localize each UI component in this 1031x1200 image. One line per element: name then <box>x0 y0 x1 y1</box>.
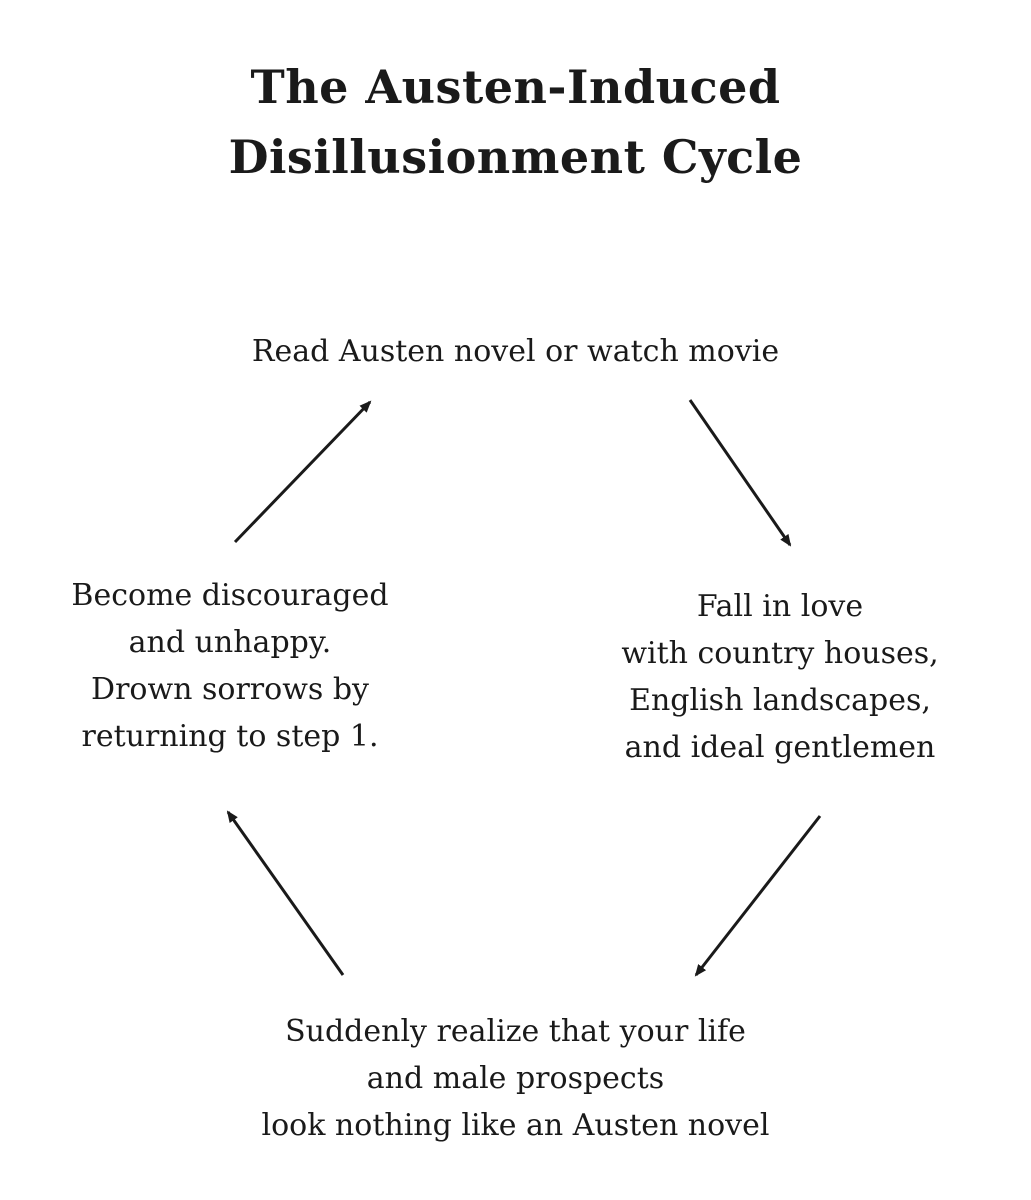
step-text-line: and male prospects <box>366 1061 665 1096</box>
title-line-2: Disillusionment Cycle <box>228 130 803 184</box>
title-line-1: The Austen-Induced <box>250 60 781 114</box>
cycle-step-realize: Suddenly realize that your life and male… <box>0 1008 1031 1149</box>
step-text-line: Read Austen novel or watch movie <box>251 334 780 369</box>
step-text-line: with country houses, <box>621 636 939 671</box>
step-text-line: and unhappy. <box>128 625 332 660</box>
arrow-left-to-top <box>233 400 372 544</box>
arrow-right-to-bottom <box>694 815 822 977</box>
step-text-line: Fall in love <box>696 589 864 624</box>
arrow-top-to-right <box>688 399 792 547</box>
diagram-title: The Austen-Induced Disillusionment Cycle <box>0 52 1031 192</box>
step-text-line: and ideal gentlemen <box>624 730 936 765</box>
step-text-line: returning to step 1. <box>81 719 379 754</box>
step-text-line: English landscapes, <box>629 683 931 718</box>
step-text-line: Suddenly realize that your life <box>285 1014 746 1049</box>
step-text-line: Become discouraged <box>71 578 389 613</box>
step-text-line: Drown sorrows by <box>91 672 369 707</box>
cycle-step-discouraged: Become discouraged and unhappy. Drown so… <box>10 572 450 760</box>
cycle-step-fall-in-love: Fall in love with country houses, Englis… <box>570 583 990 771</box>
cycle-step-read-austen: Read Austen novel or watch movie <box>0 328 1031 375</box>
step-text-line: look nothing like an Austen novel <box>261 1108 770 1143</box>
arrow-bottom-to-left <box>226 810 345 976</box>
